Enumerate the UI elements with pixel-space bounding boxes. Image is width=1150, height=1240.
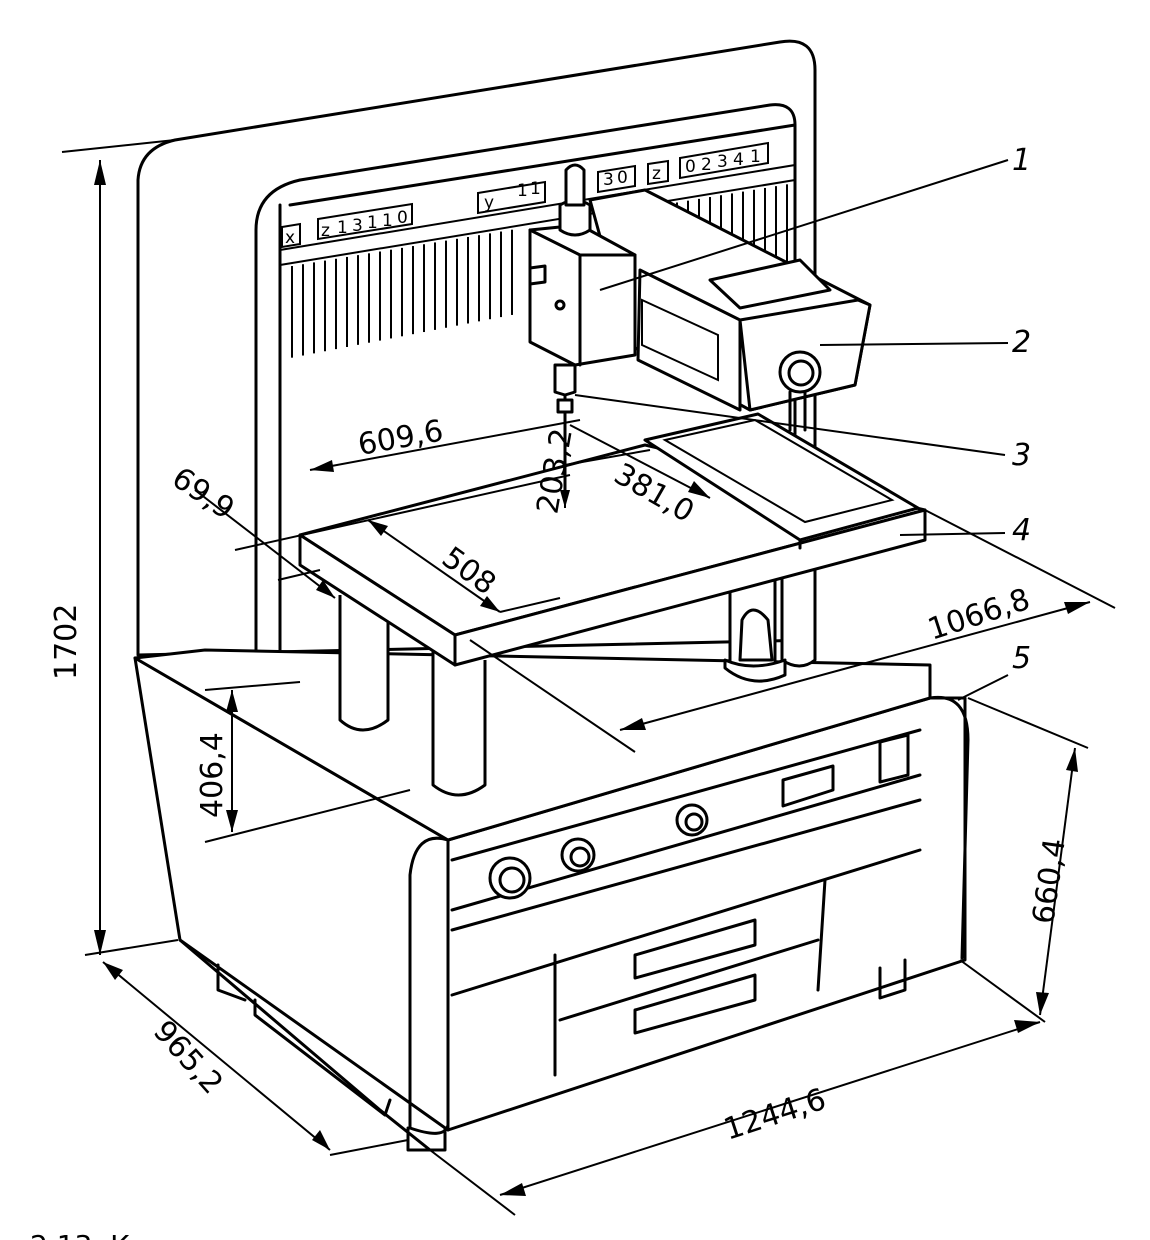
cabinet bbox=[133, 648, 970, 1152]
readout-y-2: 1 bbox=[530, 179, 541, 199]
readout-z-1: 0 bbox=[685, 157, 696, 177]
readout-x-3: 3 bbox=[352, 216, 363, 236]
caption-fragment: 2.13. К bbox=[30, 1229, 130, 1240]
callout-4: 4 bbox=[1012, 513, 1031, 548]
readout-y-0: y bbox=[484, 193, 494, 213]
readout-strip: x z 1 3 1 1 0 y 1 1 3 0 z 0 2 3 4 1 bbox=[281, 141, 769, 249]
dim-1244-6: 1244,6 bbox=[720, 1082, 831, 1148]
fixture-plate bbox=[643, 412, 920, 550]
readout-z-0: z bbox=[652, 164, 661, 184]
readout-z-3: 3 bbox=[717, 152, 728, 172]
readout-x-6: 0 bbox=[397, 208, 408, 228]
callout-labels: 1 2 3 4 5 bbox=[1012, 143, 1031, 676]
dimension-lines bbox=[61, 139, 1116, 1216]
table-legs bbox=[338, 575, 817, 797]
callout-2: 2 bbox=[1012, 325, 1031, 360]
dim-660-4: 660,4 bbox=[1026, 836, 1073, 926]
callout-1: 1 bbox=[1012, 143, 1031, 178]
readout-x-5: 1 bbox=[382, 211, 393, 231]
readout-z-5: 1 bbox=[750, 147, 761, 167]
readout-x-1: z bbox=[321, 221, 330, 241]
readout-x-2: 1 bbox=[337, 218, 348, 238]
probe-head bbox=[528, 163, 872, 502]
dim-406-4: 406,4 bbox=[195, 732, 230, 818]
callout-3: 3 bbox=[1012, 438, 1031, 473]
dim-1066-8: 1066,8 bbox=[924, 582, 1035, 648]
readout-z-4: 4 bbox=[733, 150, 744, 170]
readout-y-4: 0 bbox=[617, 168, 628, 188]
readout-y-3: 3 bbox=[603, 170, 614, 190]
readout-x-4: 1 bbox=[367, 213, 378, 233]
dim-1702: 1702 bbox=[49, 604, 84, 680]
callout-5: 5 bbox=[1012, 641, 1031, 676]
readout-x-0: x bbox=[285, 228, 295, 248]
readout-z-2: 2 bbox=[701, 155, 712, 175]
readout-y-1: 1 bbox=[517, 181, 528, 201]
